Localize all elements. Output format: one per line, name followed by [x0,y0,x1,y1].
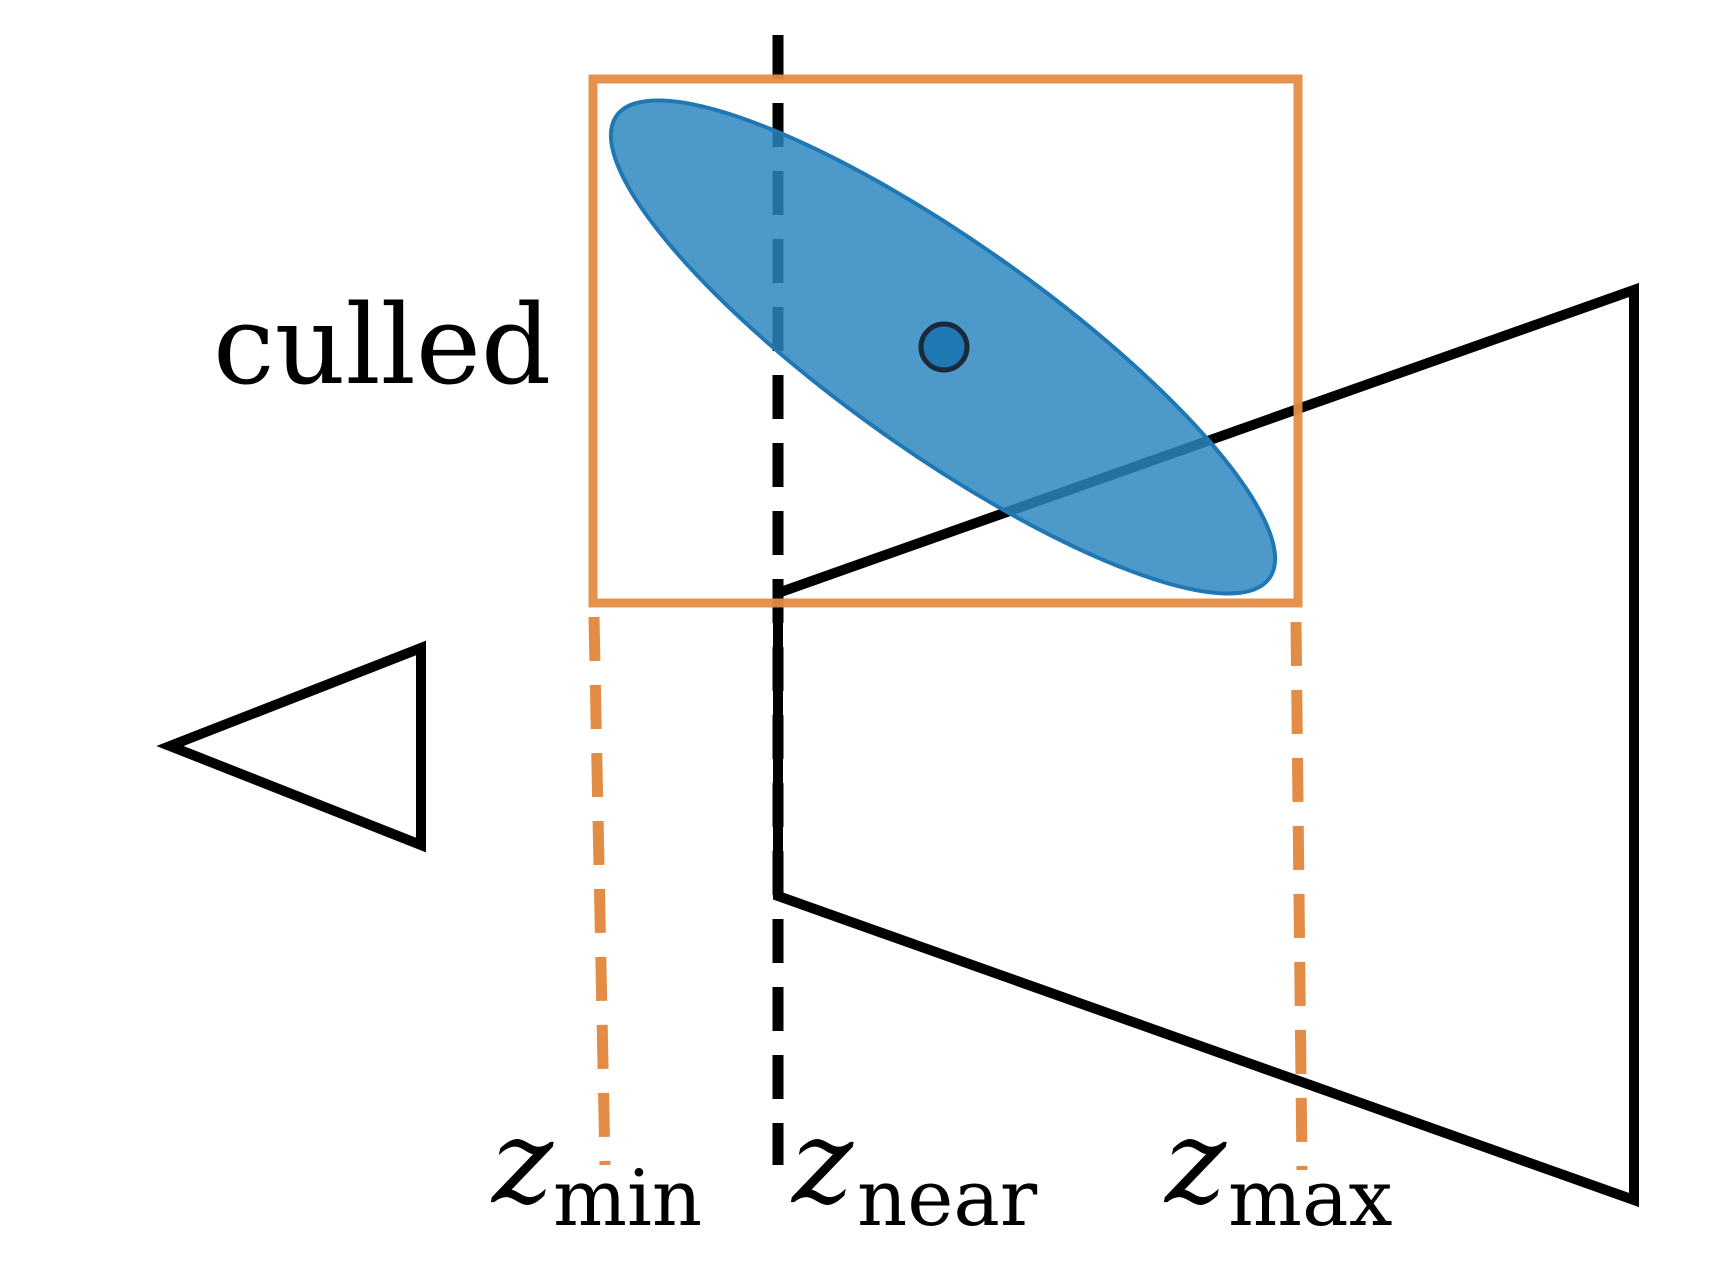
z-max-symbol: z [1163,1095,1227,1230]
z-min-label: z min [490,1095,702,1244]
z-max-subscript: max [1228,1154,1392,1244]
culled-label: culled [213,281,551,409]
camera-triangle-icon [156,640,426,853]
z-near-symbol: z [790,1095,854,1230]
z-min-subscript: min [553,1154,702,1244]
z-min-symbol: z [490,1095,554,1230]
z-max-label: z max [1163,1095,1392,1244]
z-near-label: z near [790,1095,1038,1244]
z-max-guide-line [1290,621,1308,1171]
bounding-box [588,74,1303,608]
z-near-subscript: near [857,1154,1038,1244]
gaussian-center-point [918,321,970,373]
z-min-guide-line [588,616,611,1166]
